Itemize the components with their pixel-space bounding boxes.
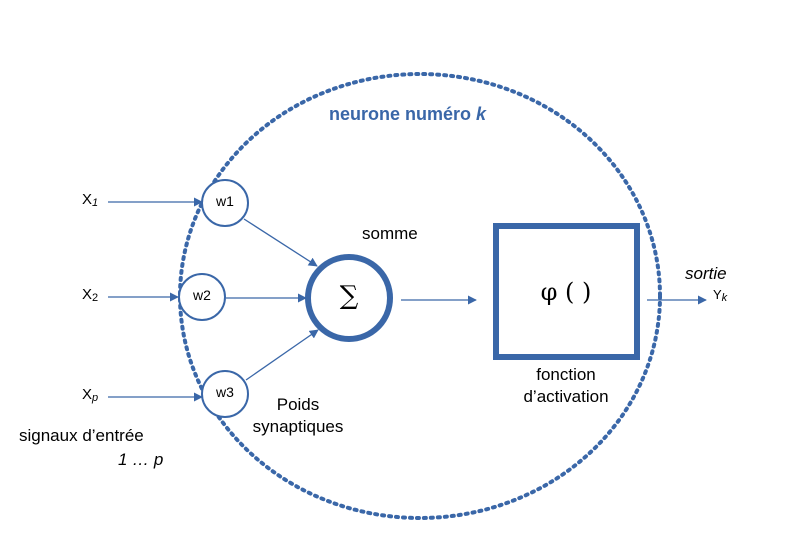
input-label-2-var: X (82, 286, 93, 303)
output-var-letter: Y (713, 287, 722, 302)
weight-label-2: w2 (193, 287, 211, 303)
weight-label-1: w1 (216, 193, 234, 209)
activation-label-line2: d’activation (523, 387, 609, 406)
output-var: Yk (713, 287, 727, 304)
weight-node-1 (201, 179, 249, 227)
weight-label-3: w3 (216, 384, 234, 400)
weight-1-to-sum-arrow (243, 218, 318, 267)
input-label-1-sub: 1 (92, 197, 99, 209)
weight-node-2 (178, 273, 226, 321)
neuron-title: neurone numéro k (329, 104, 486, 125)
weights-caption: Poids synaptiques (228, 394, 368, 438)
input-label-p: Xp (82, 386, 98, 404)
weights-caption-line2: synaptiques (252, 417, 344, 436)
sum-node (305, 254, 393, 342)
activation-box (493, 223, 640, 360)
sum-symbol: ∑ (339, 281, 359, 311)
inputs-caption-line1: signaux d’entrée (19, 426, 144, 445)
input-label-p-var: X (82, 386, 93, 403)
weights-caption-line1: Poids (276, 395, 320, 414)
inputs-caption-line2: 1 … p (118, 450, 164, 469)
weight-3-to-sum-arrow (245, 329, 319, 381)
input-label-p-sub: p (92, 392, 99, 404)
neuron-boundary (178, 72, 662, 520)
input-label-2-sub: 2 (92, 292, 99, 304)
weight-node-3 (201, 370, 249, 418)
input-label-1: X1 (82, 191, 98, 209)
activation-symbol: φ ( ) (540, 278, 592, 306)
output-var-sub: k (721, 292, 728, 304)
activation-label: fonction d’activation (486, 364, 646, 408)
neuron-title-text: neurone numéro (329, 104, 472, 124)
output-label: sortie (685, 264, 727, 283)
activation-label-line1: fonction (536, 365, 596, 384)
input-label-1-var: X (82, 191, 93, 208)
input-label-2: X2 (82, 286, 98, 304)
neuron-title-var: k (476, 104, 487, 124)
sum-label: somme (362, 224, 418, 243)
